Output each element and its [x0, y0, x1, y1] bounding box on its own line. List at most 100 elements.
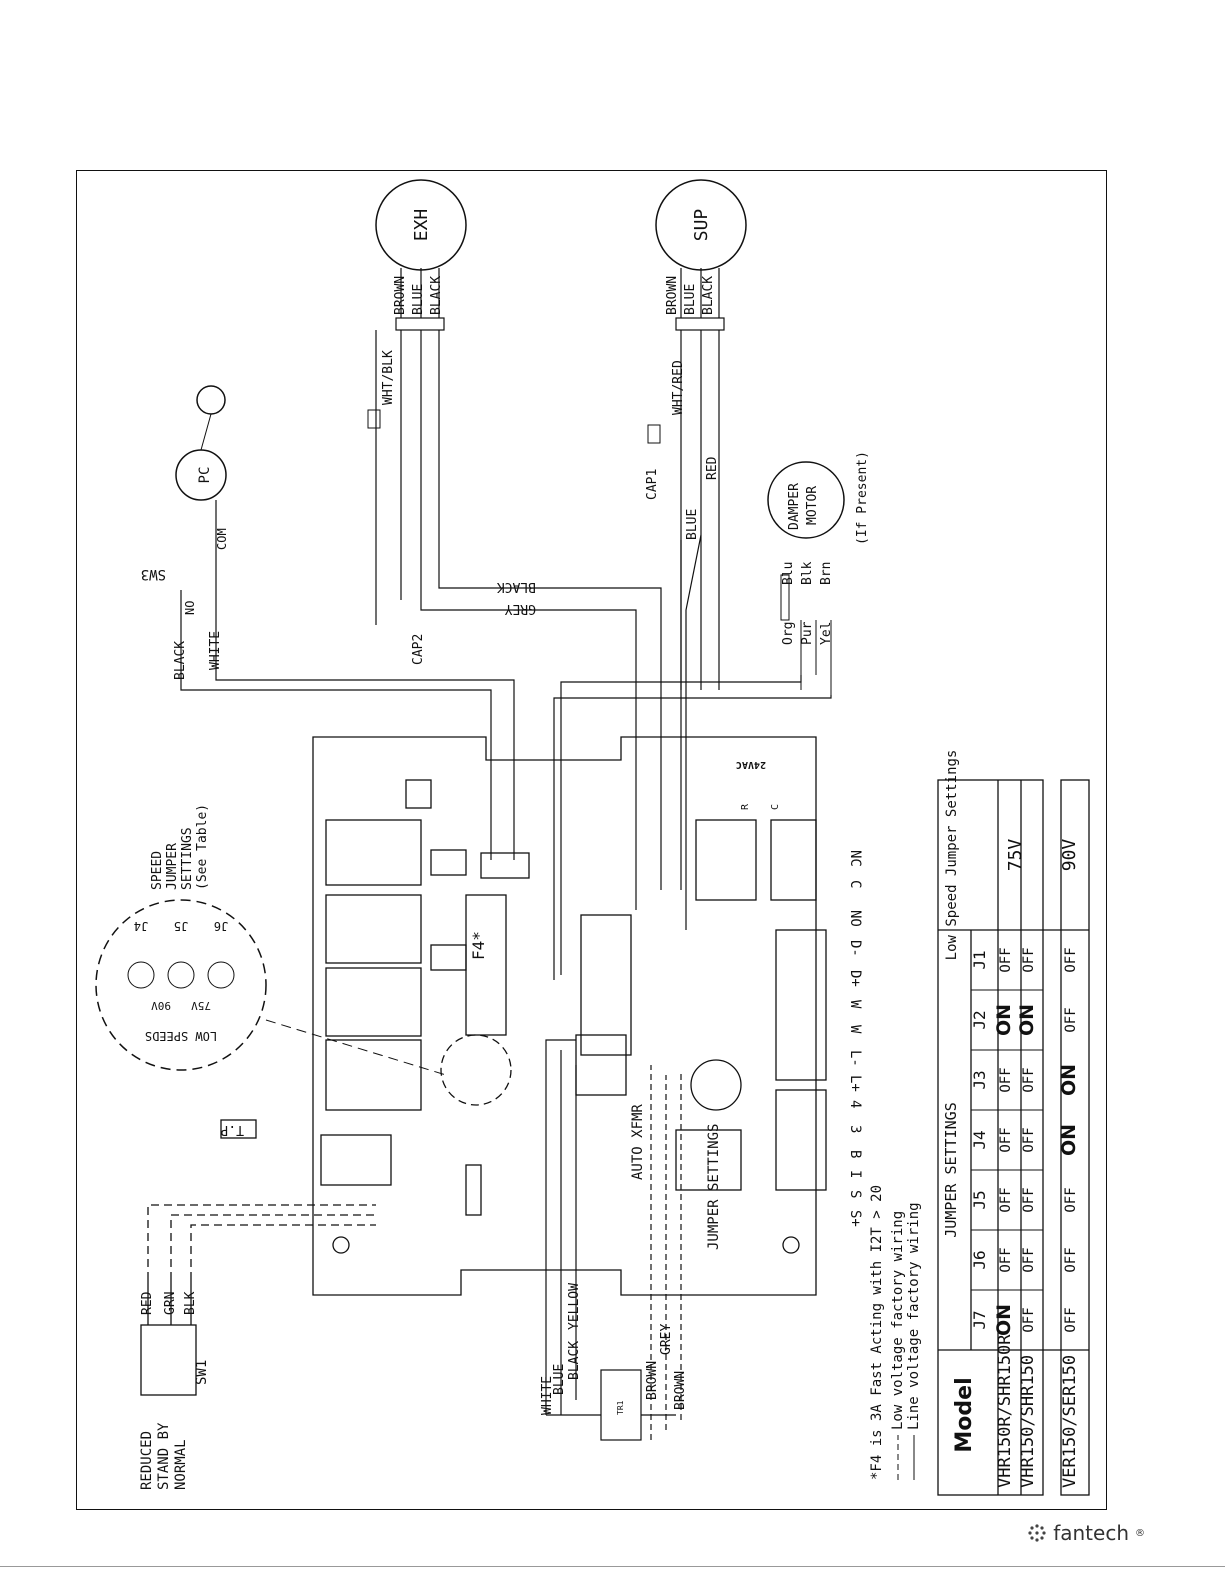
speed-jumper-title-1: SPEED — [150, 851, 165, 890]
wiring-diagram: EXH SUP BROWN BLUE BLACK WHT/BLK BROWN B… — [95, 179, 1090, 1496]
table-cell: OFF — [1021, 1127, 1037, 1152]
jumper-settings-label: JUMPER SETTINGS — [706, 1124, 722, 1250]
table-cell: ON — [1058, 1124, 1080, 1156]
damper-note: (If Present) — [855, 451, 870, 545]
transformer — [545, 1039, 682, 1441]
exh-black-label: BLACK — [429, 276, 444, 315]
exh-motor: EXH — [375, 179, 467, 271]
sw1-wire-red: RED — [140, 1291, 155, 1315]
r-label: R — [740, 803, 751, 810]
xfmr-brown1-label: BROWN — [645, 1361, 660, 1400]
sw1-mode-reduced: REDUCED — [139, 1431, 155, 1490]
brand-mark: ® — [1135, 1527, 1145, 1539]
damper-right-1: Blu — [781, 562, 796, 585]
damper-left-2: Pur — [800, 621, 815, 645]
xfmr-blue-label: BLUE — [552, 1364, 567, 1395]
term-c: C — [847, 880, 863, 888]
table-cells: J7J6J5J4J3J2J1VHR150R/SHR150RONOFFOFFOFF… — [970, 839, 1080, 1488]
table-cell: OFF — [1063, 1007, 1079, 1032]
auto-xfmr-label: AUTO XFMR — [630, 1104, 646, 1180]
table-cell: OFF — [1063, 1247, 1079, 1272]
note-line-voltage: Line voltage factory wiring — [906, 1202, 922, 1430]
table-row-voltage: 75V — [1005, 839, 1026, 872]
jumper-settings-table — [937, 779, 1090, 1496]
table-cell: OFF — [1063, 947, 1079, 972]
sup-connector — [647, 424, 661, 444]
sw1-mode-standby: STAND BY — [156, 1422, 172, 1490]
table-cell: OFF — [1021, 947, 1037, 972]
speed-jumper-inset — [95, 899, 447, 1076]
xfmr-grey-label: GREY — [659, 1324, 674, 1355]
tr1-label: TR1 — [616, 1400, 625, 1415]
fantech-logo-icon — [1028, 1524, 1046, 1542]
damper-title-1: DAMPER — [787, 483, 802, 530]
table-col-header: J1 — [970, 950, 989, 969]
j6-label: J6 — [214, 919, 228, 933]
damper-left-3: Yel — [819, 622, 834, 645]
table-col-header: J6 — [970, 1250, 989, 1269]
table-cell: OFF — [998, 1247, 1014, 1272]
exh-wire-bundle — [375, 268, 445, 625]
table-cell: ON — [1058, 1064, 1080, 1096]
f4-fuse-label: F4* — [469, 931, 488, 960]
sup-whtred-label: WHT/RED — [671, 360, 686, 415]
c-label: C — [770, 804, 781, 810]
vac-label: 24VAC — [736, 759, 766, 770]
table-low-speed-header: Low Speed Jumper Settings — [944, 750, 960, 961]
sw1-mode-normal: NORMAL — [173, 1439, 189, 1490]
note-f4: *F4 is 3A Fast Acting with I2T > 20 — [869, 1185, 885, 1480]
term-l-minus: L- — [847, 1050, 863, 1067]
cap2-label: CAP2 — [411, 634, 426, 665]
term-s: S — [847, 1190, 863, 1198]
power-black-wire — [180, 590, 492, 860]
low-speeds-label: LOW SPEEDS — [145, 1029, 217, 1043]
j4-label: J4 — [134, 919, 148, 933]
table-row-voltage: 90V — [1059, 839, 1080, 872]
table-cell: OFF — [1021, 1307, 1037, 1332]
term-nc: NC — [847, 850, 863, 867]
term-i: I — [847, 1170, 863, 1178]
no-label: NO — [183, 601, 197, 615]
xfmr-white-label: WHITE — [540, 1376, 555, 1415]
term-w1: W — [847, 1000, 863, 1009]
speed-jumper-title-2: JUMPER — [165, 843, 180, 890]
sup-blue-label: BLUE — [683, 284, 698, 315]
table-model-header: Model — [952, 1377, 977, 1452]
term-b: B — [847, 1150, 863, 1158]
red-wire-label: RED — [705, 456, 720, 480]
table-row-model: VHR150R/SHR150R — [995, 1334, 1015, 1488]
j5-label: J5 — [174, 919, 188, 933]
term-d-plus: D+ — [847, 970, 863, 987]
table-cell: ON — [993, 1004, 1015, 1036]
black-wire-label: BLACK — [497, 579, 536, 594]
table-cell: ON — [993, 1304, 1015, 1336]
volt-90-label: 90V — [151, 999, 171, 1012]
brand-logo: fantech® — [1027, 1521, 1145, 1545]
xfmr-black-label: BLACK — [567, 1341, 582, 1380]
sup-brown-label: BROWN — [665, 276, 680, 315]
term-4: 4 — [847, 1100, 863, 1108]
damper-right-2: Blk — [800, 561, 815, 585]
table-cell: OFF — [998, 1187, 1014, 1212]
table-col-header: J2 — [970, 1010, 989, 1029]
term-no: NO — [847, 910, 863, 927]
sw3-label: SW3 — [141, 566, 166, 582]
table-cell: ON — [1016, 1004, 1038, 1036]
xfmr-yellow-label: YELLOW — [567, 1283, 582, 1330]
exh-label: EXH — [411, 209, 432, 242]
table-cell: OFF — [998, 1127, 1014, 1152]
sw1-switch — [140, 1204, 376, 1396]
tp-label: T.P — [220, 1122, 244, 1137]
term-l-plus: L+ — [847, 1075, 863, 1092]
damper-left-1: Org — [781, 622, 796, 645]
sw1-wire-blk: BLK — [183, 1291, 198, 1315]
speed-jumper-title-4: (See Table) — [195, 804, 210, 890]
term-3: 3 — [847, 1125, 863, 1133]
blue-wire-label: BLUE — [685, 509, 700, 540]
damper-wires — [560, 675, 802, 975]
table-col-header: J7 — [970, 1310, 989, 1329]
table-col-header: J5 — [970, 1190, 989, 1209]
black-cord-label: BLACK — [173, 641, 188, 680]
table-cell: OFF — [1021, 1187, 1037, 1212]
note-low-voltage: Low voltage factory wiring — [890, 1211, 906, 1430]
